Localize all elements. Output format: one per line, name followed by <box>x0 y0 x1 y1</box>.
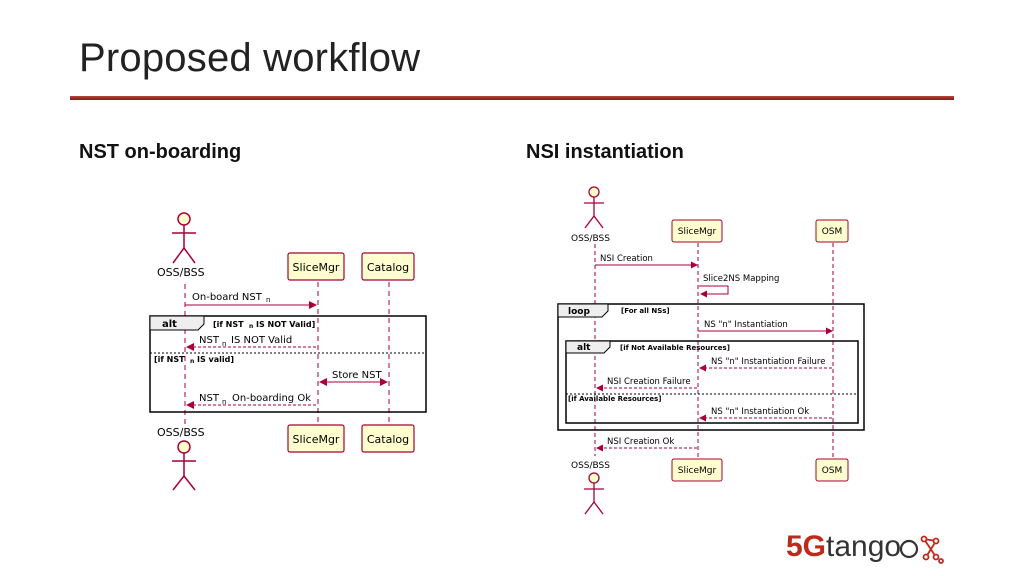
oss-bss-label-top: OSS/BSS <box>157 266 205 279</box>
5gtango-logo: 5Gtango <box>786 530 901 564</box>
ok-msg: NST <box>199 393 220 404</box>
nsi-creation-msg: NSI Creation <box>600 254 653 264</box>
nst-onboarding-heading: NST on-boarding <box>79 141 242 163</box>
nsi-slicemgr-label-top: SliceMgr <box>678 227 717 237</box>
not-valid-msg: NST <box>199 335 220 346</box>
catalog-label-top: Catalog <box>367 261 409 274</box>
nsi-osm-box-top: OSM <box>815 219 849 243</box>
title-divider <box>70 96 954 100</box>
guard-valid: [if NST <box>154 355 185 364</box>
nsi-failure-msg: NSI Creation Failure <box>607 377 691 387</box>
logo-5g-text: 5G <box>786 530 827 563</box>
catalog-label-bottom: Catalog <box>367 433 409 446</box>
ok-msg-tail: On-boarding Ok <box>232 393 311 404</box>
guard-available: [if Available Resources] <box>568 395 661 403</box>
onboard-msg-label: On-board NST <box>192 292 263 303</box>
guard-valid-sub: n <box>190 358 194 365</box>
nsi-alt-frame <box>565 340 859 424</box>
nsi-alt-label: alt <box>577 343 591 353</box>
slicemgr-label-bottom: SliceMgr <box>293 433 340 446</box>
nsi-osm-label-bottom: OSM <box>822 466 843 476</box>
guard-not-available: [if Not Available Resources] <box>620 344 730 352</box>
alt-label: alt <box>162 319 177 330</box>
nsi-oss-bss-label-bottom: OSS/BSS <box>571 461 610 471</box>
loop-label: loop <box>568 307 590 317</box>
nsi-slicemgr-box-top: SliceMgr <box>671 219 723 243</box>
store-msg: Store NST <box>332 370 382 381</box>
oss-bss-actor-top <box>172 212 196 264</box>
loop-guard: [For all NSs] <box>621 307 670 315</box>
alt-frame <box>149 315 427 413</box>
loop-frame <box>557 303 865 431</box>
guard-not-valid-tail: IS NOT Valid] <box>256 320 315 329</box>
catalog-box-top: Catalog <box>361 252 415 281</box>
oss-bss-actor-bottom <box>172 440 196 491</box>
ns-instantiation-msg: NS "n" Instantiation <box>704 320 788 330</box>
alt-frame-tab <box>149 315 205 331</box>
onboard-msg-sub: n <box>266 296 270 304</box>
not-valid-msg-sub: n <box>222 340 226 348</box>
slicemgr-box-bottom: SliceMgr <box>287 424 345 453</box>
slide-title: Proposed workflow <box>79 36 421 80</box>
slicemgr-box-top: SliceMgr <box>287 252 345 281</box>
slice2ns-mapping-arrow <box>699 285 729 298</box>
nsi-osm-label-top: OSM <box>822 227 843 237</box>
slice2ns-mapping-msg: Slice2NS Mapping <box>703 274 779 284</box>
nsi-osm-box-bottom: OSM <box>815 458 849 482</box>
nsi-ok-msg: NSI Creation Ok <box>607 437 674 447</box>
nsi-slicemgr-box-bottom: SliceMgr <box>671 458 723 482</box>
not-valid-msg-tail: IS NOT Valid <box>231 335 292 346</box>
ok-msg-sub: n <box>222 398 226 406</box>
guard-not-valid: [if NST <box>213 320 244 329</box>
nsi-instantiation-heading: NSI instantiation <box>526 141 684 163</box>
logo-tango-text: tango <box>826 530 902 563</box>
nsi-slicemgr-label-bottom: SliceMgr <box>678 466 717 476</box>
slicemgr-label-top: SliceMgr <box>293 261 340 274</box>
guard-not-valid-sub: n <box>249 323 253 330</box>
nsi-oss-bss-label-top: OSS/BSS <box>571 234 610 244</box>
logo-network-icon <box>900 535 944 564</box>
nsi-oss-bss-actor-top <box>584 186 604 229</box>
guard-valid-tail: IS valid] <box>197 355 234 364</box>
ns-failure-msg: NS "n" Instantiation Failure <box>711 357 825 367</box>
loop-frame-tab <box>557 303 609 318</box>
nsi-alt-frame-tab <box>565 340 611 354</box>
nsi-oss-bss-actor-bottom <box>584 472 604 515</box>
ns-ok-msg: NS "n" Instantiation Ok <box>711 407 809 417</box>
oss-bss-label-bottom: OSS/BSS <box>157 426 205 439</box>
catalog-box-bottom: Catalog <box>361 424 415 453</box>
